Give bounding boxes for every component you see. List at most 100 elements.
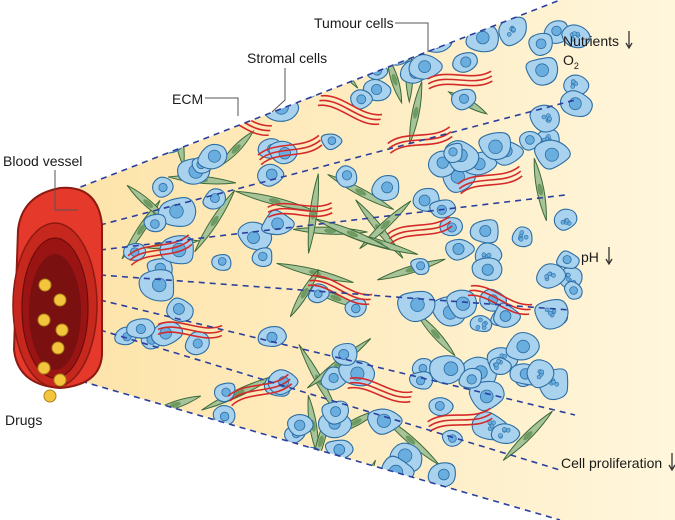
- tumour-cell: [458, 367, 483, 389]
- tumour-cell: [138, 269, 175, 302]
- tumour-cell: [555, 250, 580, 269]
- tumour-cell: [441, 429, 463, 447]
- tumour-cell: [498, 16, 527, 47]
- drug-particle: [53, 373, 67, 387]
- gradient-ray: [99, 274, 571, 311]
- ecm-fiber: [387, 215, 453, 245]
- stromal-cell: [201, 374, 277, 411]
- blood-vessel: [12, 186, 103, 390]
- drug-particles: [37, 278, 69, 403]
- stromal-cell: [533, 157, 547, 222]
- tumour-cell: [534, 298, 569, 330]
- tumour-cell: [180, 425, 205, 445]
- ecm-fiber: [317, 95, 383, 125]
- drug-particle: [43, 389, 57, 403]
- tumour-cell: [563, 74, 590, 96]
- stromal-cell: [359, 200, 412, 250]
- tumour-cell: [197, 143, 228, 170]
- tumour-cell: [469, 314, 493, 333]
- tumour-cell: [397, 290, 436, 323]
- ecm-fiber: [257, 134, 323, 166]
- tumour-cell: [177, 40, 211, 68]
- tumour-cell: [421, 31, 453, 53]
- ecm-fiber: [157, 321, 223, 339]
- tumour-cell: [429, 355, 466, 385]
- tissue-region: [60, 0, 675, 520]
- stromal-cell: [170, 50, 218, 64]
- tumour-cell: [536, 263, 567, 289]
- cell-proliferation-label: Cell proliferation: [561, 453, 675, 471]
- down-arrow-icon: [668, 453, 675, 471]
- tumour-cell: [175, 118, 204, 142]
- ecm-label: ECM: [172, 91, 204, 107]
- stromal-cells-label: Stromal cells: [247, 50, 328, 66]
- tumour-cell: [162, 104, 194, 134]
- tumour-cell: [534, 139, 571, 170]
- tumour-cell: [528, 32, 553, 56]
- tumour-cell: [490, 423, 521, 444]
- tumour-cell: [446, 289, 478, 319]
- tumour-cell: [559, 90, 593, 118]
- ecm-fiber: [427, 407, 493, 433]
- tumour-cell: [505, 331, 540, 361]
- tumour-cell: [166, 297, 194, 322]
- tumour-cell: [561, 24, 591, 49]
- o2-label: O2: [563, 52, 579, 71]
- tumour-cell: [156, 102, 192, 130]
- o2-subscript: 2: [573, 60, 579, 71]
- drug-particle: [38, 278, 52, 292]
- tumour-cell: [350, 89, 373, 110]
- ph-text: pH: [581, 249, 599, 265]
- tumour-cell: [478, 132, 512, 161]
- tumour-cell: [160, 21, 193, 46]
- ecm-fiber: [127, 234, 193, 266]
- tumour-cell: [120, 117, 155, 147]
- stromal-cell: [208, 476, 267, 484]
- tumour-cell: [185, 464, 219, 492]
- tumour-cell: [257, 163, 285, 187]
- tumour-cell: [320, 133, 343, 151]
- drug-particle: [37, 313, 51, 327]
- o2-text: O: [563, 52, 574, 68]
- tumour-cell: [156, 457, 185, 481]
- stromal-cell: [387, 54, 403, 105]
- tumour-cell: [216, 67, 250, 95]
- drug-particle: [53, 293, 67, 307]
- nutrients-label: Nutrients: [563, 31, 633, 49]
- tumour-cell: [252, 464, 282, 487]
- blood-vessel-label: Blood vessel: [3, 153, 83, 169]
- tumour-cell: [331, 342, 358, 366]
- down-arrow-icon: [605, 247, 613, 265]
- tumour-cell: [410, 258, 430, 276]
- tumour-cell: [264, 93, 300, 122]
- tumour-cell: [251, 247, 273, 268]
- stromal-cell: [189, 465, 201, 520]
- tumour-cell: [286, 414, 314, 437]
- cell-proliferation-text: Cell proliferation: [561, 455, 663, 471]
- tumour-cell: [202, 15, 241, 46]
- tumour-cell: [196, 34, 224, 60]
- tumour-cell: [529, 104, 560, 133]
- nutrients-text: Nutrients: [563, 33, 620, 49]
- gradient-ray: [99, 194, 566, 251]
- tumour-cell: [526, 359, 555, 389]
- tumour-cell: [465, 23, 499, 53]
- tumour-cell: [109, 444, 132, 466]
- tumour-cell: [408, 54, 443, 80]
- tumour-cell: [428, 397, 454, 417]
- tumour-cell: [493, 302, 521, 328]
- gradient-ray: [99, 99, 576, 226]
- ecm-fiber: [427, 70, 493, 90]
- stromal-cell: [502, 410, 553, 461]
- drug-particle: [55, 323, 69, 337]
- tumour-cell: [152, 176, 174, 198]
- tumour-cell: [126, 318, 156, 339]
- gradient-ray: [59, 0, 561, 196]
- tumour-cell: [452, 52, 478, 73]
- gradient-ray: [99, 299, 576, 416]
- stromal-cell: [220, 418, 230, 476]
- tumour-cell: [471, 257, 503, 281]
- gradient-lines: [59, 0, 576, 520]
- tumour-cell: [553, 208, 578, 231]
